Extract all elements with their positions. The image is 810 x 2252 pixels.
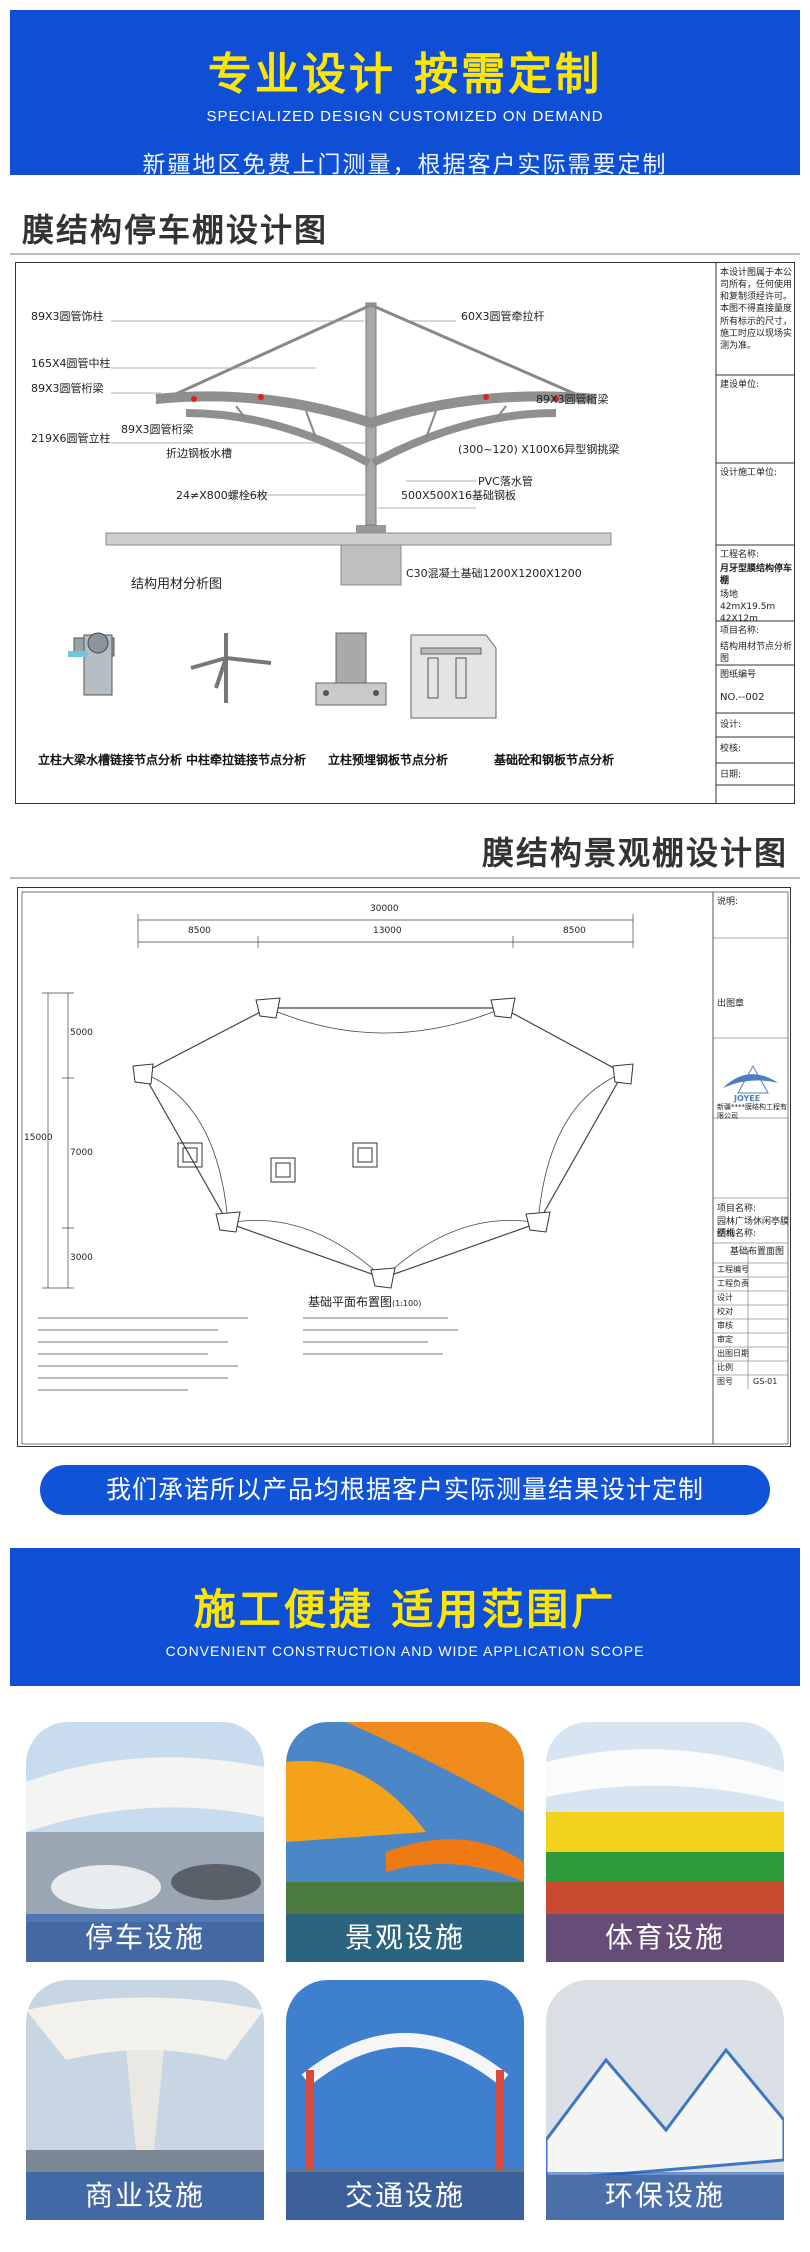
caption-node-1: 立柱大梁水槽链接节点分析	[38, 753, 183, 767]
title-block-check: 校核:	[720, 744, 742, 754]
node-detail-4	[410, 634, 497, 719]
foundation-plan-svg	[21, 891, 789, 1445]
dim-h3: 3000	[70, 1253, 93, 1263]
label-bolts: 24≠X800螺栓6枚	[176, 489, 268, 502]
label-truss-beam-mid: 89X3圆管桁梁	[121, 423, 194, 436]
project-label: 项目名称:	[717, 1204, 757, 1214]
title-block-item-label: 项目名称:	[720, 626, 760, 636]
drawing-name: 基础布置面图	[730, 1247, 785, 1257]
card-parking[interactable]: 停车设施	[26, 1722, 264, 1962]
label-decor-column: 89X3圆管饰柱	[31, 310, 104, 323]
project-name: 园林广场休闲亭膜结构	[717, 1217, 790, 1240]
drawing-label: 图纸名称:	[717, 1229, 757, 1239]
dim-left: 8500	[188, 926, 211, 936]
card-sports[interactable]: 体育设施	[546, 1722, 784, 1962]
title-block-design-unit: 设计施工单位:	[720, 468, 778, 478]
label-structure-analysis: 结构用材分析图	[131, 577, 223, 592]
label-concrete-base: C30混凝土基础1200X1200X1200	[406, 567, 582, 580]
carport-structure-svg	[68, 263, 794, 803]
label-truss-beam-left: 89X3圆管桁梁	[31, 382, 104, 395]
card-label: 体育设施	[546, 1914, 784, 1962]
card-label: 景观设施	[286, 1914, 524, 1962]
row-4: 审核	[717, 1321, 733, 1330]
node-detail-3	[315, 632, 387, 706]
title-block-project-name: 月牙型膜结构停车棚	[720, 564, 793, 587]
row-1: 工程负责	[717, 1279, 749, 1288]
section-title-carport: 膜结构停车棚设计图	[22, 211, 329, 249]
caption-node-2: 中柱牵拉链接节点分析	[186, 753, 307, 767]
promise-banner: 我们承诺所以产品均根据客户实际测量结果设计定制	[40, 1465, 770, 1515]
row-5: 审定	[717, 1335, 733, 1344]
caption-node-3: 立柱预埋钢板节点分析	[328, 753, 449, 767]
title-block-project-label: 工程名称:	[720, 550, 760, 560]
label-base-plate: 500X500X16基础钢板	[401, 489, 517, 502]
card-label: 环保设施	[546, 2172, 784, 2220]
caption-node-4: 基础砼和钢板节点分析	[494, 753, 615, 767]
label-center-column: 165X4圆管中柱	[31, 357, 111, 370]
card-label: 商业设施	[26, 2172, 264, 2220]
node-detail-1	[68, 632, 115, 696]
row-3: 校对	[717, 1307, 733, 1316]
label-cantilever-beam: (300~120) X100X6异型钢挑梁	[458, 443, 620, 456]
divider	[10, 877, 800, 879]
row-6: 出图日期	[717, 1349, 749, 1358]
card-traffic[interactable]: 交通设施	[286, 1980, 524, 2220]
dim-h1: 5000	[70, 1028, 93, 1038]
card-commercial[interactable]: 商业设施	[26, 1980, 264, 2220]
title-block-drawing-no-label: 图纸编号	[720, 670, 757, 680]
card-label: 交通设施	[286, 2172, 524, 2220]
label-downpipe: PVC落水管	[478, 475, 533, 488]
banner-title: 施工便捷 适用范围广	[193, 1585, 617, 1634]
remark-label: 说明:	[717, 897, 739, 907]
label-tie-rod: 60X3圆管牵拉杆	[461, 310, 545, 323]
plan-title-text: 基础平面布置图	[308, 1295, 393, 1309]
banner-subtitle-en: SPECIALIZED DESIGN CUSTOMIZED ON DEMAND	[206, 108, 604, 125]
divider	[10, 253, 800, 255]
carport-design-drawing: 89X3圆管饰柱 165X4圆管中柱 89X3圆管桁梁 219X6圆管立柱 60…	[15, 262, 795, 804]
row-2: 设计	[717, 1293, 733, 1302]
landscape-design-drawing: 30000 8500 13000 8500 5000 7000 3000 150…	[17, 887, 791, 1447]
title-block-date: 日期:	[720, 770, 742, 780]
row-7: 比例	[717, 1363, 733, 1372]
dim-htotal: 15000	[24, 1133, 53, 1143]
stamp-label: 出图章	[717, 999, 745, 1009]
title-block-note: 本设计图属于本公司所有，任何使用和复制须经许可。本图不得直接量度所有标示的尺寸，…	[720, 268, 793, 351]
title-block-item-name: 结构用材节点分析图	[720, 642, 793, 665]
title-block-unit: 建设单位:	[720, 380, 760, 390]
plan-title: 基础平面布置图(1:100)	[308, 1293, 421, 1310]
title-block-size: 场地42mX19.5m 42X12m	[720, 590, 776, 625]
banner-tagline: 新疆地区免费上门测量，根据客户实际需要定制	[142, 152, 668, 178]
company-logo-text: JOYEE	[734, 1094, 761, 1103]
title-block-drawing-no: NO.--002	[720, 692, 765, 703]
label-main-column: 219X6圆管立柱	[31, 432, 111, 445]
node-detail-2	[190, 633, 272, 703]
banner-title: 专业设计 按需定制	[207, 49, 603, 100]
company-name: 新疆****膜结构工程有限公司	[717, 1103, 787, 1121]
row-0: 工程编号	[717, 1265, 749, 1274]
label-gutter: 折边钢板水槽	[166, 447, 232, 460]
plan-scale: (1:100)	[392, 1299, 422, 1308]
card-environmental[interactable]: 环保设施	[546, 1980, 784, 2220]
drawing-number: GS-01	[753, 1377, 778, 1386]
bottom-banner: 施工便捷 适用范围广 CONVENIENT CONSTRUCTION AND W…	[10, 1548, 800, 1686]
dim-total: 30000	[370, 904, 399, 914]
dim-right: 8500	[563, 926, 586, 936]
top-banner: 专业设计 按需定制 SPECIALIZED DESIGN CUSTOMIZED …	[10, 10, 800, 178]
title-block-design: 设计:	[720, 720, 742, 730]
dim-mid: 13000	[373, 926, 402, 936]
label-truss-beam-right: 89X3圆管桁梁	[536, 393, 609, 406]
banner-subtitle-en: CONVENIENT CONSTRUCTION AND WIDE APPLICA…	[165, 1643, 645, 1659]
card-label: 停车设施	[26, 1914, 264, 1962]
card-landscape[interactable]: 景观设施	[286, 1722, 524, 1962]
section-title-landscape: 膜结构景观棚设计图	[481, 834, 788, 872]
dim-h2: 7000	[70, 1148, 93, 1158]
row-8: 图号	[717, 1377, 733, 1386]
